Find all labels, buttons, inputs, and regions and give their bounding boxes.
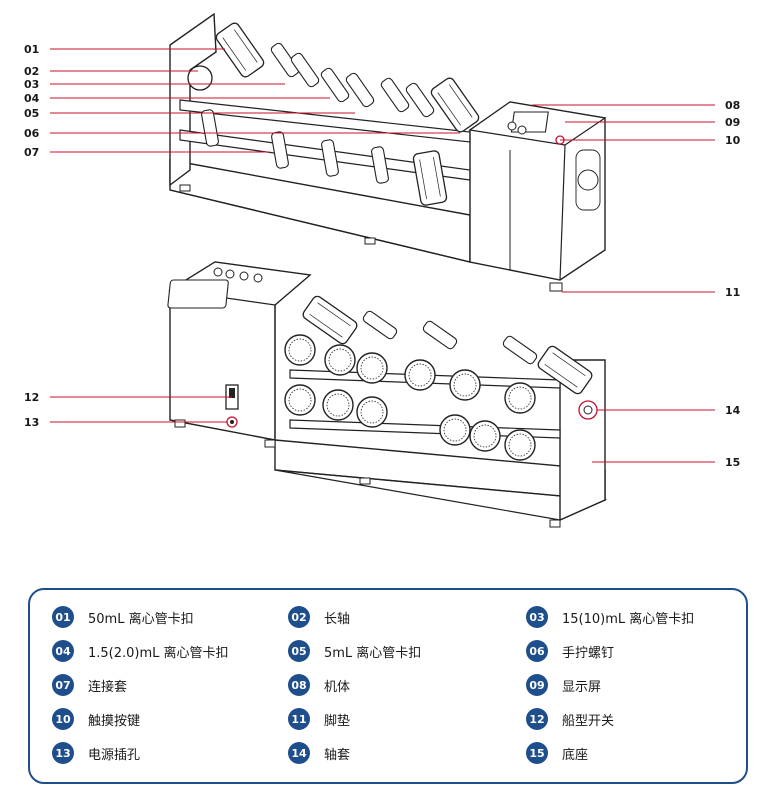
legend-label: 机体: [324, 679, 351, 695]
legend-badge: 12: [526, 708, 548, 730]
legend-badge: 06: [526, 640, 548, 662]
base-plate-back: [274, 439, 606, 501]
callout-number-04: 04: [24, 92, 40, 105]
legend-item-14: 14 轴套: [288, 740, 350, 766]
legend-label: 手拧螺钉: [562, 645, 615, 661]
touch-key-2: [517, 125, 527, 135]
legend-item-08: 08 机体: [288, 672, 350, 698]
legend-badge: 11: [288, 708, 310, 730]
legend-item-13: 13 电源插孔: [52, 740, 140, 766]
control-unit-front: [468, 101, 607, 281]
callout-number-02: 02: [24, 65, 39, 78]
rotator-view-front: [169, 12, 607, 292]
legend-label: 50mL 离心管卡扣: [88, 611, 194, 627]
legend-label: 脚垫: [324, 713, 351, 729]
legend-badge: 04: [52, 640, 74, 662]
legend-badge: 13: [52, 742, 74, 764]
callout-number-15: 15: [725, 456, 740, 469]
legend-item-02: 02 长轴: [288, 604, 350, 630]
legend-badge: 14: [288, 742, 310, 764]
legend-badge: 07: [52, 674, 74, 696]
legend-panel: 01 50mL 离心管卡扣 02 长轴 03 15(10)mL 离心管卡扣 04 1.5(2.…: [28, 588, 748, 784]
callout-number-11: 11: [725, 286, 740, 299]
vent-grille: [575, 149, 601, 211]
callout-number-14: 14: [725, 404, 741, 417]
legend-label: 船型开关: [562, 713, 615, 729]
side-plate-left: [169, 12, 217, 187]
callout-number-03: 03: [24, 78, 39, 91]
callout-leaders: [50, 48, 715, 463]
legend-badge: 02: [288, 606, 310, 628]
legend-item-10: 10 触摸按键: [52, 706, 140, 732]
legend-badge: 09: [526, 674, 548, 696]
legend-badge: 08: [288, 674, 310, 696]
legend-item-03: 03 15(10)mL 离心管卡扣: [526, 604, 694, 630]
legend-item-07: 07 连接套: [52, 672, 127, 698]
legend-label: 显示屏: [562, 679, 602, 695]
legend-item-04: 04 1.5(2.0)mL 离心管卡扣: [52, 638, 229, 664]
callout-number-09: 09: [725, 116, 740, 129]
callout-number-05: 05: [24, 107, 39, 120]
legend-item-11: 11 脚垫: [288, 706, 350, 732]
callout-number-08: 08: [725, 99, 740, 112]
legend-badge: 03: [526, 606, 548, 628]
legend-item-12: 12 船型开关: [526, 706, 614, 732]
legend-label: 轴套: [324, 747, 351, 763]
rotator-view-back: [167, 261, 608, 528]
touch-key-1: [507, 121, 517, 131]
legend-label: 长轴: [324, 611, 351, 627]
legend-badge: 15: [526, 742, 548, 764]
legend-label: 连接套: [88, 679, 128, 695]
legend-item-15: 15 底座: [526, 740, 588, 766]
legend-badge: 01: [52, 606, 74, 628]
callout-number-12: 12: [24, 391, 39, 404]
legend-label: 底座: [562, 747, 589, 763]
legend-item-01: 01 50mL 离心管卡扣: [52, 604, 194, 630]
callout-number-07: 07: [24, 146, 39, 159]
legend-label: 电源插孔: [88, 747, 141, 763]
legend-badge: 10: [52, 708, 74, 730]
legend-label: 5mL 离心管卡扣: [324, 645, 422, 661]
foot-pad: [549, 282, 563, 292]
legend-label: 1.5(2.0)mL 离心管卡扣: [88, 645, 229, 661]
side-plate-right: [559, 359, 606, 522]
legend-label: 触摸按键: [88, 713, 141, 729]
display-screen: [510, 111, 549, 133]
legend-item-05: 05 5mL 离心管卡扣: [288, 638, 421, 664]
callout-number-10: 10: [725, 134, 741, 147]
callout-number-13: 13: [24, 416, 39, 429]
callout-number-01: 01: [24, 43, 39, 56]
callout-number-06: 06: [24, 127, 40, 140]
legend-badge: 05: [288, 640, 310, 662]
legend-label: 15(10)mL 离心管卡扣: [562, 611, 695, 627]
legend-item-09: 09 显示屏: [526, 672, 601, 698]
legend-item-06: 06 手拧螺钉: [526, 638, 614, 664]
